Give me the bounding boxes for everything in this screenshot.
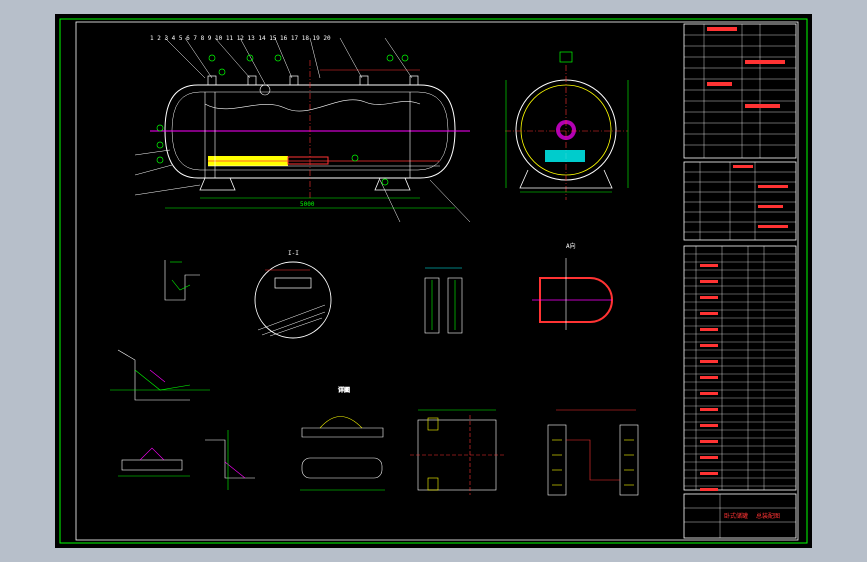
parts-list-table <box>683 245 797 491</box>
vessel-side-view: 1 2 3 4 5 6 7 8 9 10 11 12 13 14 15 16 1… <box>134 35 471 223</box>
nozzle-table <box>683 161 797 241</box>
outer-border <box>59 18 808 544</box>
drawing-sheet <box>55 14 812 548</box>
vessel-shell <box>164 84 456 179</box>
weld-detail-3 <box>118 447 190 477</box>
saddle-right <box>374 177 411 191</box>
saddle-left <box>199 177 236 191</box>
vessel-end-view <box>505 51 629 200</box>
section-label: I-I <box>288 250 299 257</box>
flange-detail <box>424 267 463 334</box>
weld-detail-1 <box>164 260 200 301</box>
weld-detail-2 <box>110 349 210 401</box>
detail-label: 详图 <box>338 386 350 394</box>
title-block: 卧式储罐 总装配图 <box>683 493 797 539</box>
saddle-support-detail <box>410 409 505 495</box>
title-block-subtitle: 总装配图 <box>756 512 780 520</box>
svg-text:1 2 3 4 5 6 7 8 9 10 11 12 13: 1 2 3 4 5 6 7 8 9 10 11 12 13 14 15 16 1… <box>150 35 331 42</box>
view-a-detail: A向 <box>532 242 613 330</box>
view-a-label: A向 <box>566 242 576 250</box>
weld-detail-4 <box>205 430 255 490</box>
overall-length-dimension: 5000 <box>300 201 315 208</box>
title-block-name: 卧式储罐 <box>724 512 748 520</box>
support-plate-detail: 详图 <box>300 386 385 491</box>
nozzle-detail-circle: I-I <box>254 250 332 339</box>
inner-border <box>75 21 799 541</box>
ladder-detail <box>547 409 639 496</box>
technical-table <box>683 23 797 159</box>
